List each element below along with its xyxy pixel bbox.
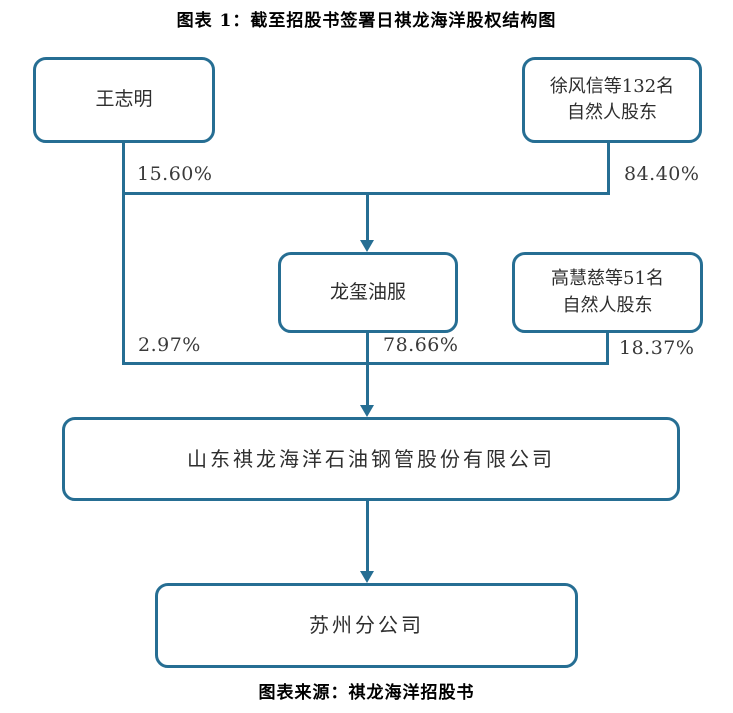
arrowhead-to-suzhou-icon <box>360 571 374 583</box>
pct-gao-in-company: 18.37% <box>619 337 695 359</box>
node-xu-fengxin-shareholders: 徐风信等132名 自然人股东 <box>522 57 702 143</box>
arrowhead-to-longxi-icon <box>360 240 374 252</box>
pct-wang-in-longxi: 15.60% <box>137 163 213 185</box>
connector-gao-vertical <box>606 333 609 365</box>
figure-source: 图表来源：祺龙海洋招股书 <box>258 683 475 703</box>
arrowhead-to-company-icon <box>360 405 374 417</box>
connector-longxi-down <box>366 333 369 406</box>
connector-arrow-to-longxi-shaft <box>366 192 369 242</box>
node-main-company: 山东祺龙海洋石油钢管股份有限公司 <box>62 417 680 501</box>
node-suzhou-branch: 苏州分公司 <box>155 583 578 668</box>
connector-wang-vertical <box>122 142 125 365</box>
node-longxi-oilfield: 龙玺油服 <box>278 252 458 333</box>
node-wang-zhiming: 王志明 <box>33 57 215 143</box>
connector-mid-junction <box>122 362 609 365</box>
pct-longxi-in-company: 78.66% <box>383 334 459 356</box>
connector-company-down <box>366 501 369 573</box>
connector-xu-vertical <box>607 142 610 195</box>
pct-xu-in-longxi: 84.40% <box>624 163 700 185</box>
node-gao-huici-shareholders: 高慧慈等51名 自然人股东 <box>512 252 703 333</box>
figure-title: 图表 1：截至招股书签署日祺龙海洋股权结构图 <box>176 11 557 31</box>
pct-wang-in-company: 2.97% <box>138 334 201 356</box>
